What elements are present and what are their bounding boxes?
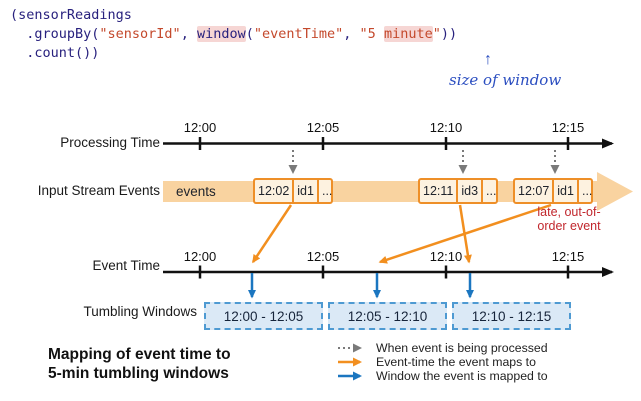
caption-line1: Mapping of event time to (48, 346, 231, 363)
code-string-sensorid: "sensorId" (99, 26, 181, 42)
code-token: " (432, 26, 441, 42)
legend-label: When event is being processed (376, 340, 548, 355)
code-token: .groupBy( (10, 26, 100, 42)
event-id-cell: id1 (292, 180, 317, 202)
event-time-cell: 12:11 (423, 184, 454, 198)
processing-tick-1210: 12:10 (429, 120, 463, 135)
event-time-axis (163, 265, 614, 279)
late-note-line1: late, out-of- (537, 205, 601, 219)
late-out-of-order-note: late, out-of- order event (519, 205, 619, 233)
event-dots-cell: ... (576, 180, 595, 202)
event-record-1207: 12:07 id1 ... (513, 178, 593, 204)
window-1200-1205: 12:00 - 12:05 (204, 302, 323, 330)
legend: When event is being processed Event-time… (337, 340, 548, 383)
dotted-gray-arrow-icon (338, 343, 362, 352)
event-tick-1200: 12:00 (183, 249, 217, 264)
processing-time-axis (163, 137, 614, 150)
code-token: .count()) (10, 45, 100, 61)
code-token: )) (440, 26, 458, 42)
legend-item-event-time: Event-time the event maps to (337, 354, 548, 369)
event-time-label: Event Time (92, 258, 160, 273)
annotation-up-arrow-icon: ↑ (484, 51, 492, 68)
legend-item-processing: When event is being processed (337, 340, 548, 355)
event-time-cell: 12:02 (258, 184, 290, 198)
caption-line2: 5-min tumbling windows (48, 365, 229, 382)
legend-item-window: Window the event is mapped to (337, 368, 548, 383)
code-line-1: (sensorReadings (10, 6, 457, 25)
processing-tick-1200: 12:00 (183, 120, 217, 135)
code-snippet: (sensorReadings .groupBy("sensorId", win… (10, 6, 457, 63)
event-time-cell: 12:07 (518, 184, 550, 198)
code-token: , (343, 26, 360, 42)
tumbling-windows-label: Tumbling Windows (83, 304, 197, 319)
event-id-cell: id3 (456, 180, 481, 202)
events-band-label: events (176, 184, 216, 199)
processing-tick-1205: 12:05 (306, 120, 340, 135)
orange-arrow-icon (338, 357, 362, 366)
event-tick-1210: 12:10 (429, 249, 463, 264)
code-string-eventtime: "eventTime" (253, 26, 344, 42)
figure-caption: Mapping of event time to 5-min tumbling … (48, 345, 231, 383)
processing-time-arrows (288, 150, 560, 174)
annotation-size-of-window: size of window (449, 71, 562, 89)
late-note-line2: order event (537, 219, 601, 233)
event-time-mapping-arrows (251, 203, 552, 264)
window-mapping-arrows (248, 273, 474, 299)
code-token: , (180, 26, 197, 42)
code-string-5minute: "5 (359, 26, 384, 42)
processing-time-label: Processing Time (60, 135, 160, 150)
legend-label: Event-time the event maps to (376, 354, 536, 369)
event-tick-1205: 12:05 (306, 249, 340, 264)
code-token: ( (245, 26, 254, 42)
window-1205-1210: 12:05 - 12:10 (328, 302, 447, 330)
blue-arrow-icon (338, 371, 362, 380)
legend-label: Window the event is mapped to (376, 368, 548, 383)
event-tick-1215: 12:15 (551, 249, 585, 264)
code-keyword-window: window (196, 26, 246, 42)
event-dots-cell: ... (316, 180, 335, 202)
code-token: (sensorReadings (10, 7, 132, 23)
processing-tick-1215: 12:15 (551, 120, 585, 135)
code-line-3: .count()) (10, 44, 457, 63)
code-string-minute-highlight: minute (383, 26, 433, 42)
event-record-1211: 12:11 id3 ... (418, 178, 498, 204)
code-line-2: .groupBy("sensorId", window("eventTime",… (10, 25, 457, 44)
event-id-cell: id1 (552, 180, 577, 202)
input-stream-events-label: Input Stream Events (37, 183, 160, 198)
event-dots-cell: ... (481, 180, 499, 202)
event-record-1202: 12:02 id1 ... (253, 178, 333, 204)
window-1210-1215: 12:10 - 12:15 (452, 302, 571, 330)
